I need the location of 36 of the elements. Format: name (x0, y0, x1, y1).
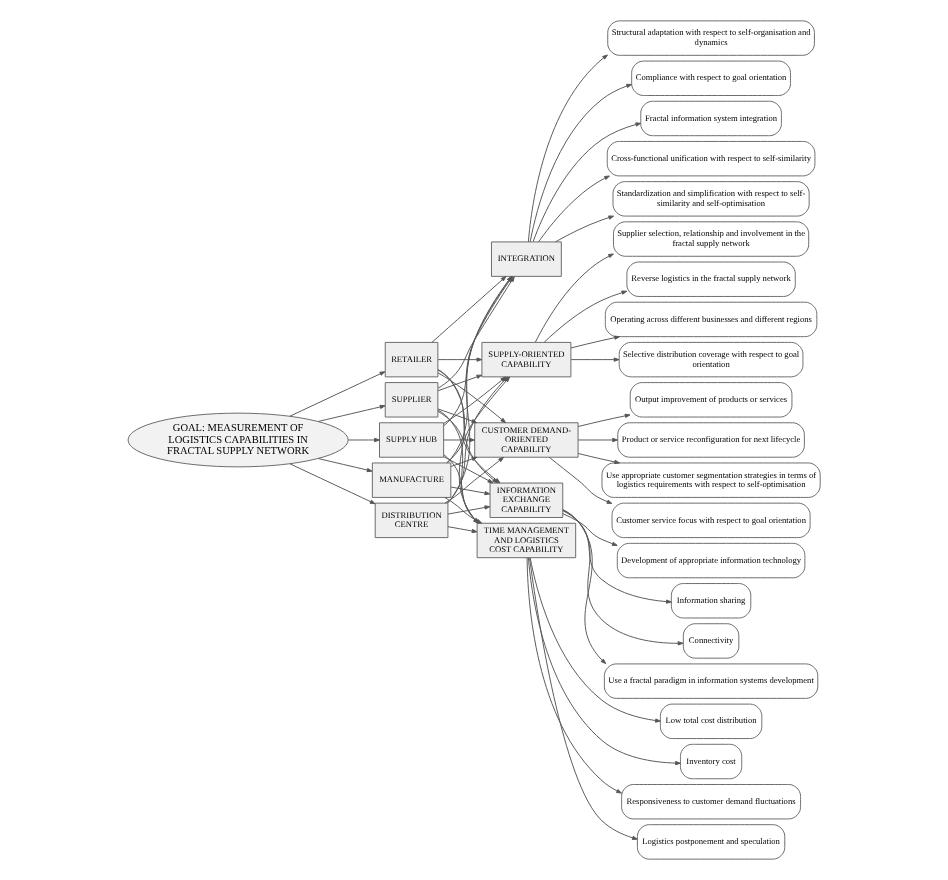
arrow (570, 335, 620, 349)
arrow (527, 557, 681, 766)
arrow (437, 369, 498, 484)
arrow (529, 83, 632, 243)
arrow (347, 437, 380, 443)
arrow (527, 54, 608, 243)
arrow (562, 509, 684, 646)
arrow (570, 357, 620, 362)
arrow (318, 404, 386, 422)
arrow (437, 374, 483, 392)
arrow (289, 463, 376, 505)
arrow (538, 175, 610, 243)
arrow (526, 557, 622, 794)
arrow (450, 486, 491, 496)
arrow (562, 513, 618, 546)
arrow (543, 290, 628, 343)
arrow (577, 413, 631, 427)
arrow (447, 526, 478, 534)
arrow (447, 505, 491, 515)
arrow (577, 453, 620, 465)
arrow (532, 122, 642, 243)
arrow (444, 497, 483, 524)
arrow (431, 276, 507, 343)
arrow (443, 437, 475, 443)
arrow (289, 371, 386, 417)
arrow (562, 509, 607, 665)
arrow (529, 557, 661, 723)
arrow (555, 215, 615, 243)
arrow (548, 456, 613, 504)
arrow (318, 458, 373, 473)
arrow (437, 357, 483, 362)
arrow (577, 437, 618, 443)
arrow (437, 410, 501, 484)
arrow (534, 253, 614, 343)
arrow (562, 510, 672, 604)
arrow (529, 557, 638, 840)
